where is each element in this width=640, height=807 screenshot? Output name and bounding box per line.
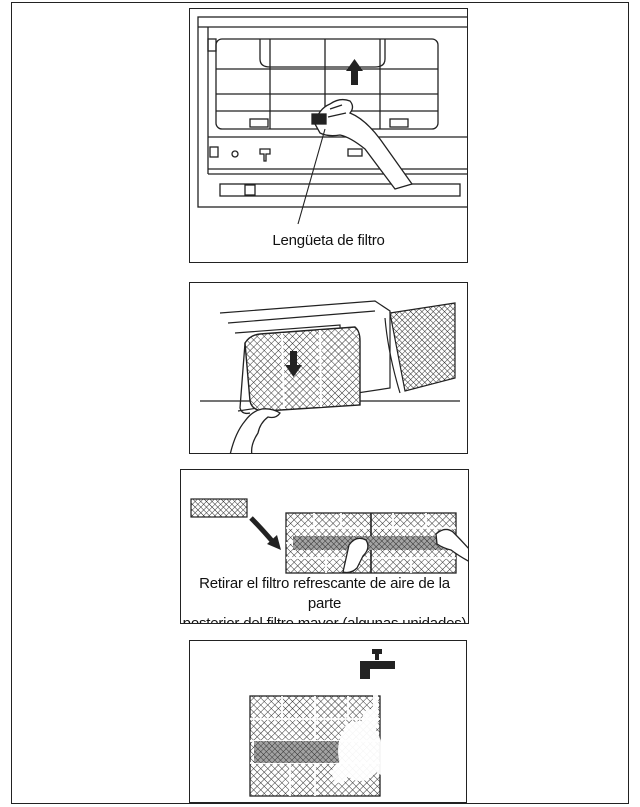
caption-line-2: posterior del filtro mayor (algunas unid… <box>181 614 468 624</box>
figure-remove-freshening-filter: Retirar el filtro refrescante de aire de… <box>180 469 469 624</box>
up-arrow-icon <box>346 59 363 85</box>
mesh-filter-icon <box>190 641 467 803</box>
mesh-filter-icon <box>190 283 468 454</box>
remove-filter-caption: Retirar el filtro refrescante de aire de… <box>181 574 468 624</box>
figure-wash-filter <box>189 640 467 803</box>
hand-icon <box>230 409 280 454</box>
faucet-icon <box>360 649 395 679</box>
filter-tab-caption: Lengüeta de filtro <box>190 232 467 249</box>
caption-line-1: Retirar el filtro refrescante de aire de… <box>181 574 468 614</box>
hand-icon <box>312 100 412 189</box>
small-filter-icon <box>191 499 247 517</box>
indoor-unit-open-icon <box>190 9 468 263</box>
figure-pull-filter-down <box>189 282 468 454</box>
curved-arrow-icon <box>251 518 281 550</box>
figure-filter-tab: Lengüeta de filtro <box>189 8 468 263</box>
